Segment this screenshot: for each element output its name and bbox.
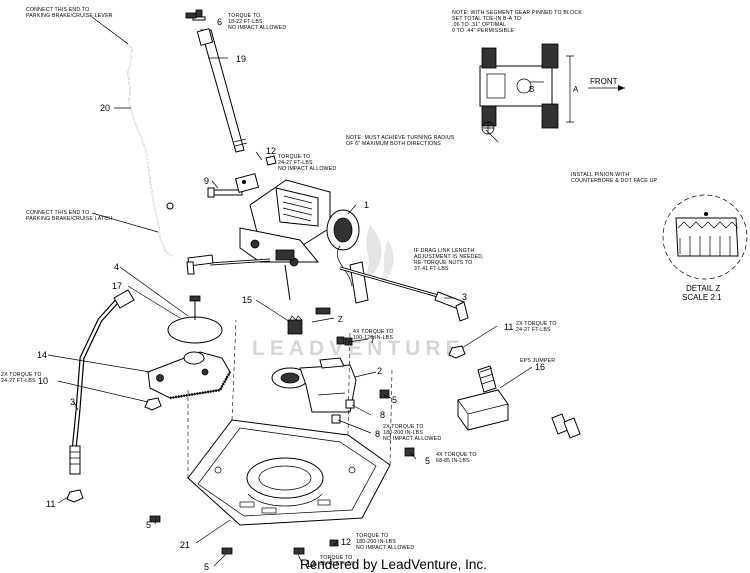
part-3-tie-rod-right bbox=[339, 266, 469, 322]
callout-17: 17 bbox=[112, 281, 122, 291]
callout-8-lower: 8 bbox=[375, 429, 380, 439]
callout-8-upper: 8 bbox=[380, 410, 385, 420]
callout-1: 1 bbox=[364, 200, 369, 210]
callout-15: 15 bbox=[242, 295, 252, 305]
callout-21: 21 bbox=[180, 540, 190, 550]
hardware-nuts-bolts bbox=[66, 307, 466, 555]
toe-in-schematic: B A FRONT bbox=[479, 43, 625, 135]
label-a: A bbox=[573, 85, 579, 94]
note-eps-jumper: EPS JUMPER bbox=[520, 358, 555, 364]
callout-10: 10 bbox=[38, 376, 48, 386]
part-16-eps-jumper bbox=[457, 365, 581, 439]
part-12-coupler bbox=[234, 155, 277, 193]
callout-4: 4 bbox=[114, 262, 119, 272]
callout-numbers: 1 2 3 3 4 5 5 5 5 6 7 8 8 9 10 11 11 12 … bbox=[37, 17, 545, 572]
callout-7: 7 bbox=[370, 335, 375, 345]
detail-z: DETAIL Z SCALE 2:1 Z bbox=[311, 194, 748, 324]
callout-3-left: 3 bbox=[70, 397, 75, 407]
part-3-drag-link-left bbox=[186, 254, 271, 275]
watermark: LEADVENTURE bbox=[252, 225, 465, 360]
callout-9: 9 bbox=[204, 176, 209, 186]
callout-13: 13 bbox=[306, 559, 316, 569]
callout-14: 14 bbox=[37, 350, 47, 360]
callout-19: 19 bbox=[236, 54, 246, 64]
part-9-bolt bbox=[207, 187, 243, 198]
callout-5-mid: 5 bbox=[392, 395, 397, 405]
callout-2: 2 bbox=[377, 366, 382, 376]
label-front: FRONT bbox=[590, 77, 618, 86]
callout-16: 16 bbox=[535, 362, 545, 372]
callout-6: 6 bbox=[217, 17, 222, 27]
part-15-pinion bbox=[287, 315, 303, 335]
part-21-base-plate bbox=[187, 319, 393, 526]
callout-11-right: 11 bbox=[504, 322, 513, 332]
part-17-disc bbox=[167, 295, 223, 344]
part-19-steering-shaft bbox=[192, 9, 248, 153]
callout-12-bottom: 12 bbox=[341, 537, 351, 547]
label-z: Z bbox=[338, 315, 343, 324]
credit-text: Rendered by LeadVenture, Inc. bbox=[300, 557, 487, 572]
part-6-bolt bbox=[185, 12, 197, 19]
callout-12-top: 12 bbox=[266, 146, 276, 156]
detail-z-title: DETAIL Z bbox=[686, 284, 720, 293]
part-20-brake-rod bbox=[125, 43, 174, 257]
part-1-eps-unit bbox=[239, 179, 369, 304]
label-b: B bbox=[529, 85, 534, 94]
part-2-bracket bbox=[271, 357, 357, 413]
callout-5-left: 5 bbox=[146, 520, 151, 530]
detail-z-scale: SCALE 2:1 bbox=[682, 293, 722, 302]
callout-20: 20 bbox=[100, 103, 110, 113]
watermark-text: LEADVENTURE bbox=[252, 337, 465, 360]
leader-lines bbox=[47, 16, 533, 567]
callout-11-left: 11 bbox=[46, 499, 55, 509]
part-14-segment-gear bbox=[147, 351, 232, 400]
callout-5-bottom: 5 bbox=[204, 562, 209, 572]
part-3-left-rod bbox=[69, 289, 135, 475]
callout-5-right: 5 bbox=[425, 456, 430, 466]
callout-3-right: 3 bbox=[462, 292, 467, 302]
